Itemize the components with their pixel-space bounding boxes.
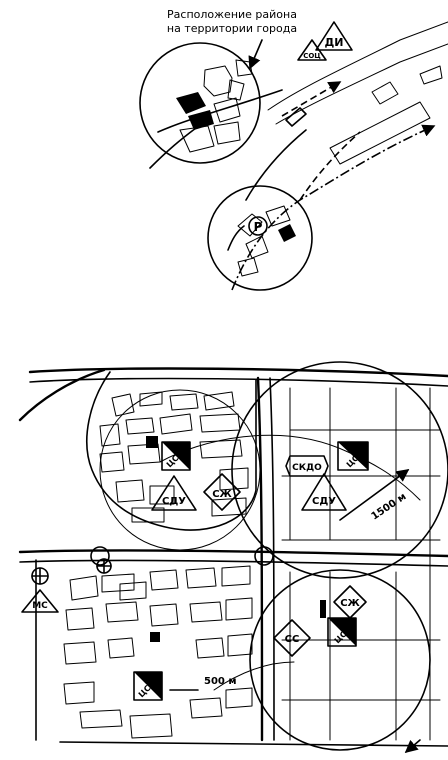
district-master-plan: ЦСО СДУ СЖ СКДО ЦСО СДУ 1500 м МС СЖ — [18, 361, 448, 754]
sdu-top-triangle-icon — [151, 475, 197, 511]
ms-triangle-icon — [21, 589, 59, 613]
upper-road-sw — [149, 127, 197, 169]
soc-triangle-icon — [297, 39, 327, 61]
radius-1500-arrow — [339, 469, 410, 521]
label-soc: СОЦ — [303, 52, 321, 60]
industrial-block-3 — [419, 65, 443, 85]
label-dist-500: 500 м — [204, 676, 237, 687]
lsc-top-fill-icon — [162, 442, 190, 470]
bridge — [285, 107, 307, 127]
radius-nw-circle — [99, 389, 261, 551]
label-ss: СС — [285, 634, 300, 645]
river-bank-1 — [267, 21, 448, 111]
upper-road — [157, 89, 283, 133]
nw-residential-outline — [86, 371, 257, 531]
rail-branch — [299, 131, 361, 201]
main-road-vertical — [256, 376, 264, 742]
sw-residential-blocks — [63, 565, 253, 739]
industrial-block-2 — [329, 101, 431, 165]
district-circle-upper — [139, 42, 261, 164]
label-p: Р — [254, 220, 263, 234]
caption-line-1: Расположение района — [167, 8, 297, 21]
lower-center-circle — [248, 216, 268, 236]
label-sdu-top: СДУ — [162, 496, 186, 507]
label-sdu-right: СДУ — [312, 496, 336, 507]
hatched-mark — [320, 600, 326, 618]
main-road-middle — [18, 549, 448, 558]
main-road-north-2 — [29, 377, 448, 387]
label-szh-top: СЖ — [212, 489, 232, 500]
nw-residential-blocks — [99, 391, 249, 523]
lsc-right-square-icon — [337, 441, 369, 471]
radius-500-arc — [213, 661, 295, 691]
road-south — [59, 741, 448, 747]
district-circle-lower — [207, 185, 313, 291]
industrial-block-1 — [371, 81, 399, 105]
skdo-sign-icon — [285, 455, 329, 477]
rail-link-arrow — [281, 81, 342, 117]
river-bank-2 — [275, 43, 448, 125]
lsc-right2-square-icon — [327, 617, 357, 647]
lsc-bottom-fill-icon — [134, 672, 162, 700]
label-skdo: СКДО — [292, 463, 322, 473]
di-triangle-icon — [315, 21, 353, 51]
lsc-top-square-icon — [161, 441, 191, 471]
corner-arrow — [404, 739, 421, 754]
lsc-right-fill-icon — [338, 442, 368, 470]
lower-city-blocks — [227, 205, 296, 277]
szh-top-diamond-icon — [203, 473, 241, 511]
connecting-road — [245, 129, 307, 201]
main-road-middle-2 — [19, 559, 448, 567]
label-szh-right: СЖ — [340, 598, 360, 609]
radius-1500-circle — [231, 361, 448, 579]
roundabout-west — [90, 546, 110, 566]
upper-city-blocks — [176, 59, 253, 153]
railway-line — [231, 124, 436, 291]
main-road-vertical-2 — [269, 377, 275, 741]
ss-diamond-icon — [273, 619, 311, 657]
lsc-right2-fill-icon — [328, 618, 356, 646]
caption-pointer-arrow — [248, 39, 263, 70]
lsc-bottom-square-icon — [133, 671, 163, 701]
radius-se-circle — [249, 569, 431, 751]
ms-cross-icon — [31, 567, 49, 585]
label-ms: МС — [32, 601, 48, 611]
sdu-right-triangle-icon — [301, 473, 347, 511]
right-quarter-grid — [281, 387, 441, 741]
label-dist-1500: 1500 м — [370, 491, 409, 522]
road-nw — [18, 368, 106, 422]
city-location-scheme: Расположение района на территории города — [139, 8, 448, 291]
caption-line-2: на территории города — [167, 22, 297, 35]
pharmacy-cross-icon — [96, 558, 112, 574]
label-di: ДИ — [324, 36, 343, 49]
roundabout-center — [254, 546, 274, 566]
